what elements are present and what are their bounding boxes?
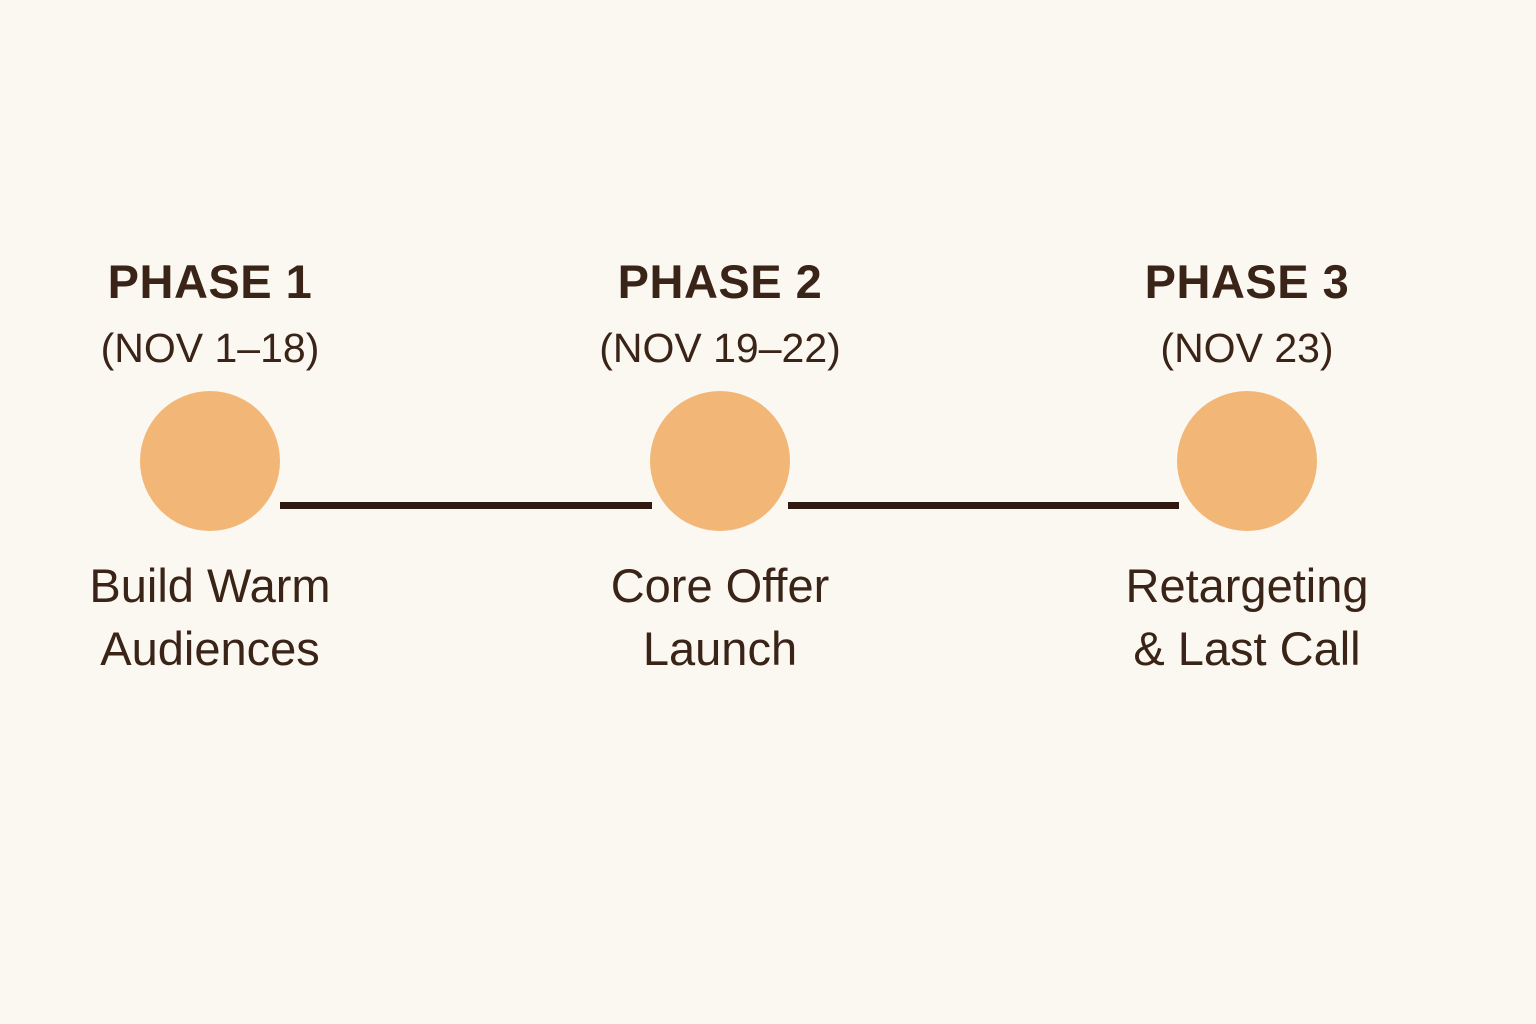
phase-2-node-slot — [510, 391, 930, 557]
phase-1-description: Build Warm Audiences — [89, 559, 331, 675]
timeline-node-circle-icon-2 — [650, 391, 790, 531]
phase-3-node-slot — [1037, 391, 1457, 557]
phase-1-dates: (NOV 1–18) — [100, 325, 320, 371]
timeline-phase-1: PHASE 1 (NOV 1–18) Build Warm Audiences — [0, 258, 420, 680]
timeline-node-circle-icon-3 — [1177, 391, 1317, 531]
phase-3-title: PHASE 3 — [1144, 255, 1350, 308]
connector-line-phase1-phase2 — [280, 502, 652, 509]
phase-2-title: PHASE 2 — [617, 255, 823, 308]
phase-2-description: Core Offer Launch — [610, 559, 830, 675]
timeline-phase-2: PHASE 2 (NOV 19–22) Core Offer Launch — [510, 258, 930, 680]
timeline-node-circle-icon-1 — [140, 391, 280, 531]
phase-1-node-slot — [0, 391, 420, 557]
phase-3-dates: (NOV 23) — [1160, 325, 1334, 371]
phase-2-dates: (NOV 19–22) — [599, 325, 841, 371]
timeline-phase-3: PHASE 3 (NOV 23) Retargeting & Last Call — [1037, 258, 1457, 680]
phase-1-title: PHASE 1 — [107, 255, 313, 308]
connector-line-phase2-phase3 — [788, 502, 1179, 509]
phase-3-description: Retargeting & Last Call — [1125, 559, 1369, 675]
